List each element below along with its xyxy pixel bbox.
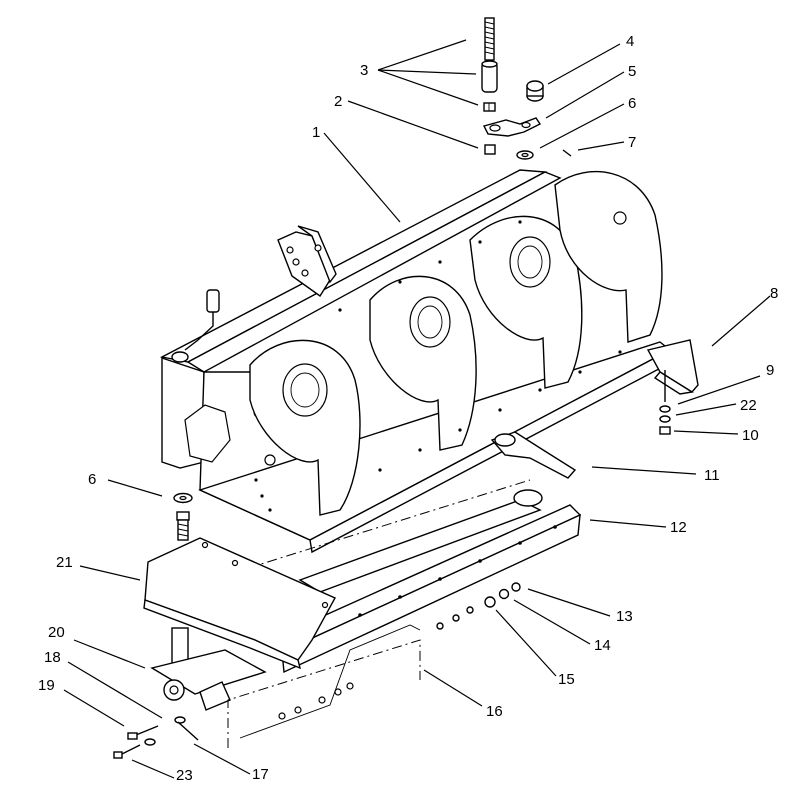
- nut: [483, 102, 496, 112]
- washer-top: [516, 150, 534, 160]
- callout-labels: 1 2 3 4 5 6 6 7 8 9 10 11 12 13 14 15 16…: [38, 33, 778, 784]
- callout-9: 9: [766, 362, 774, 379]
- leader-lines: [63, 39, 771, 779]
- callout-4: 4: [626, 33, 634, 50]
- wheel-mount: [150, 627, 267, 711]
- callout-20: 20: [48, 624, 65, 641]
- shroud-4: [554, 170, 663, 343]
- main-frame: [159, 169, 699, 554]
- callout-23: 23: [176, 767, 193, 784]
- callout-21: 21: [56, 554, 73, 571]
- pin: [562, 149, 572, 157]
- callout-5: 5: [628, 63, 636, 80]
- callout-12: 12: [670, 519, 687, 536]
- frame-holes: [254, 220, 622, 512]
- knob: [481, 60, 498, 93]
- callout-6-lower: 6: [88, 471, 96, 488]
- right-bracket: [646, 339, 699, 395]
- callout-3: 3: [360, 62, 368, 79]
- lower-right-fasteners: [436, 582, 521, 630]
- lower-nut: [484, 144, 496, 155]
- threaded-stud: [484, 17, 495, 61]
- left-handle: [171, 289, 220, 363]
- plate-part-16: [227, 624, 421, 748]
- callout-13: 13: [616, 608, 633, 625]
- shield-part-21: [143, 537, 336, 670]
- callout-11: 11: [704, 467, 720, 484]
- bar-part-12: [268, 504, 582, 674]
- callout-8: 8: [770, 285, 778, 302]
- callout-15: 15: [558, 671, 575, 688]
- adjuster-hardware-group: [481, 17, 572, 160]
- shaft-part-11: [209, 431, 577, 581]
- shroud-1: [249, 339, 361, 516]
- callout-7: 7: [628, 134, 636, 151]
- callout-6-upper: 6: [628, 95, 636, 112]
- callout-14: 14: [594, 637, 611, 654]
- callout-22: 22: [740, 397, 757, 414]
- bracket: [482, 117, 542, 137]
- lower-left-bolts: [113, 716, 199, 759]
- callout-10: 10: [742, 427, 759, 444]
- callout-1: 1: [312, 124, 320, 141]
- callout-16: 16: [486, 703, 503, 720]
- callout-2: 2: [334, 93, 342, 110]
- callout-18: 18: [44, 649, 61, 666]
- shroud-3: [469, 215, 583, 389]
- shroud-2: [369, 275, 477, 451]
- callout-19: 19: [38, 677, 55, 694]
- right-hardware: [659, 370, 671, 435]
- callout-17: 17: [252, 766, 269, 783]
- bushing: [526, 80, 544, 102]
- lower-left-hardware: [173, 492, 193, 541]
